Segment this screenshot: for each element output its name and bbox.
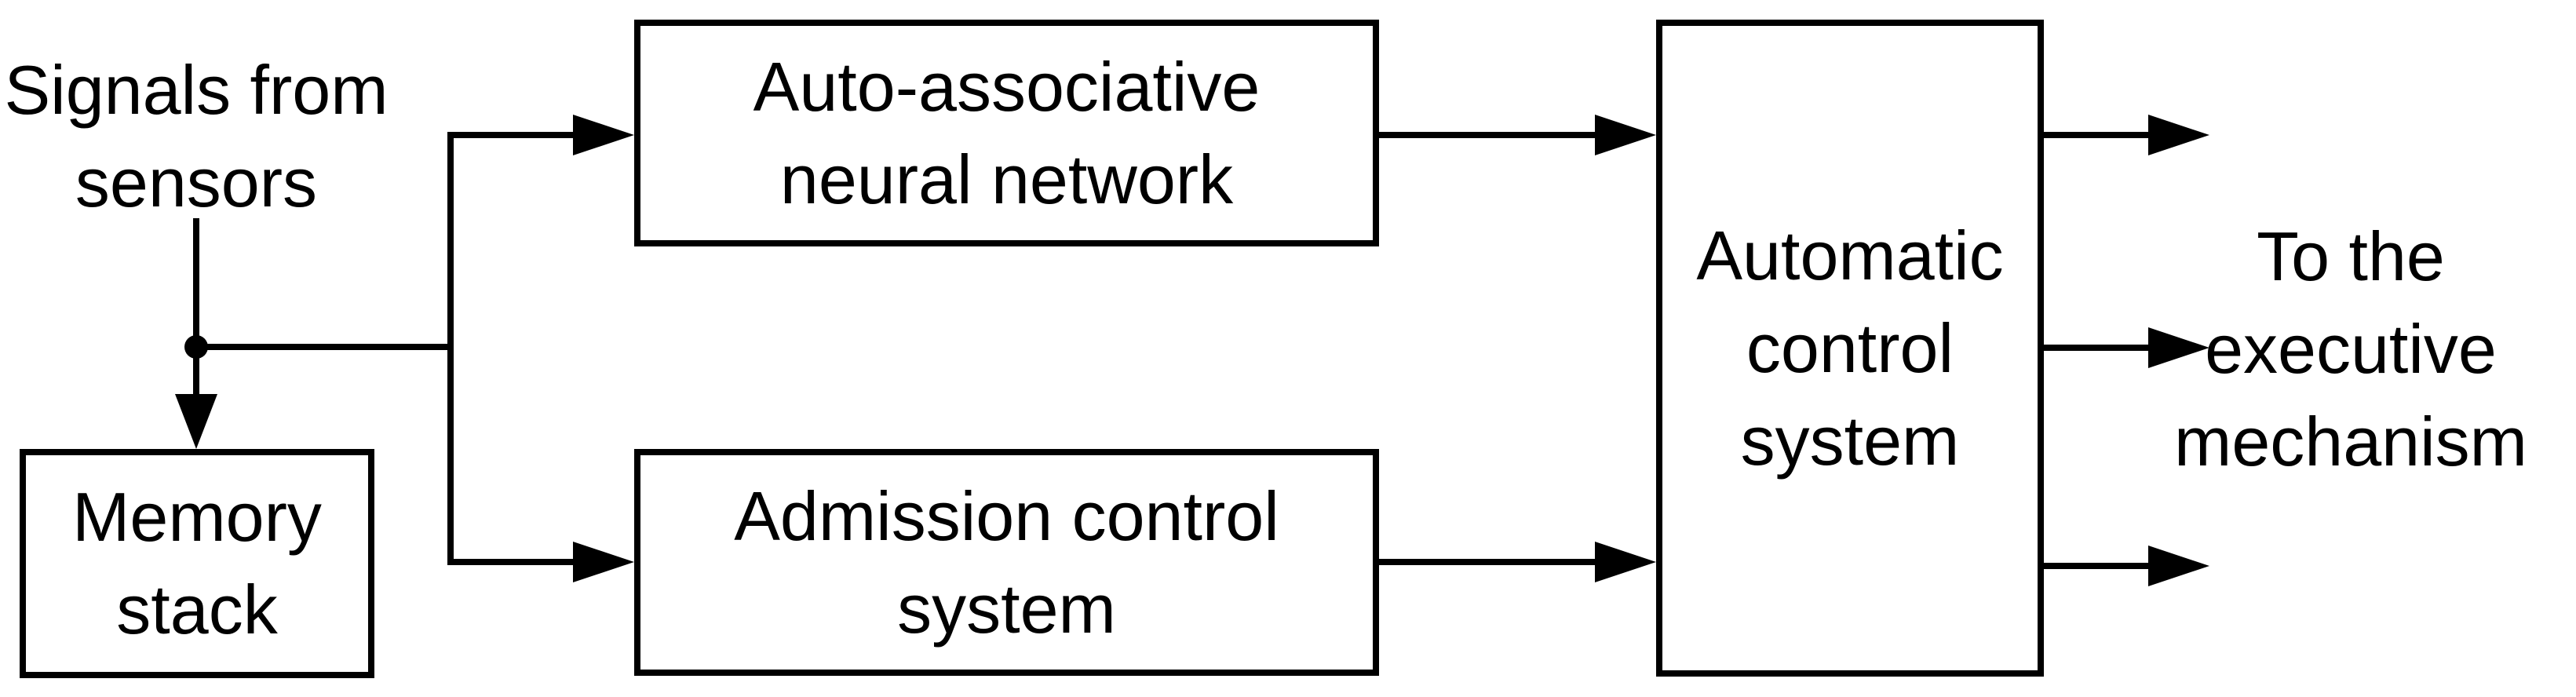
box-auto-associative-label-line: Auto-associative <box>753 47 1261 126</box>
arrowhead-output-middle <box>2148 327 2209 368</box>
box-memory-stack: Memory stack <box>20 449 374 678</box>
box-admission-control-label-line: Admission control <box>734 476 1279 555</box>
output-label-line: executive <box>2205 310 2497 388</box>
box-admission-control-label-line: system <box>897 569 1116 648</box>
box-automatic-control-label-line: Automatic <box>1696 216 2004 294</box>
arrowhead-into-admission-control <box>573 542 634 582</box>
arrowhead-auto-associative-to-automatic <box>1595 115 1656 155</box>
box-auto-associative-label-line: neural network <box>779 140 1234 218</box>
box-memory-stack-label-line: Memory <box>72 478 322 556</box>
arrowhead-into-auto-associative <box>573 115 634 155</box>
box-automatic-control-system: Automatic control system <box>1656 20 2044 677</box>
arrowhead-admission-to-automatic <box>1595 542 1656 582</box>
box-auto-associative-neural-network: Auto-associative neural network <box>634 20 1379 246</box>
arrowhead-output-top <box>2148 115 2209 155</box>
box-memory-stack-label-line: stack <box>116 571 278 648</box>
input-label-line: Signals from <box>4 51 389 129</box>
arrowhead-into-memory-stack <box>175 394 217 449</box>
box-automatic-control-label-line: control <box>1746 308 1954 387</box>
output-label-line: To the <box>2257 217 2445 295</box>
input-label-signals-from-sensors: Signals from sensors <box>0 44 392 229</box>
box-admission-control-system: Admission control system <box>634 449 1379 676</box>
output-label-to-executive-mechanism: To the executive mechanism <box>2131 210 2571 488</box>
input-label-line: sensors <box>75 144 318 221</box>
arrowhead-output-bottom <box>2148 546 2209 586</box>
output-label-line: mechanism <box>2174 403 2527 480</box>
box-automatic-control-label-line: system <box>1740 401 1960 480</box>
